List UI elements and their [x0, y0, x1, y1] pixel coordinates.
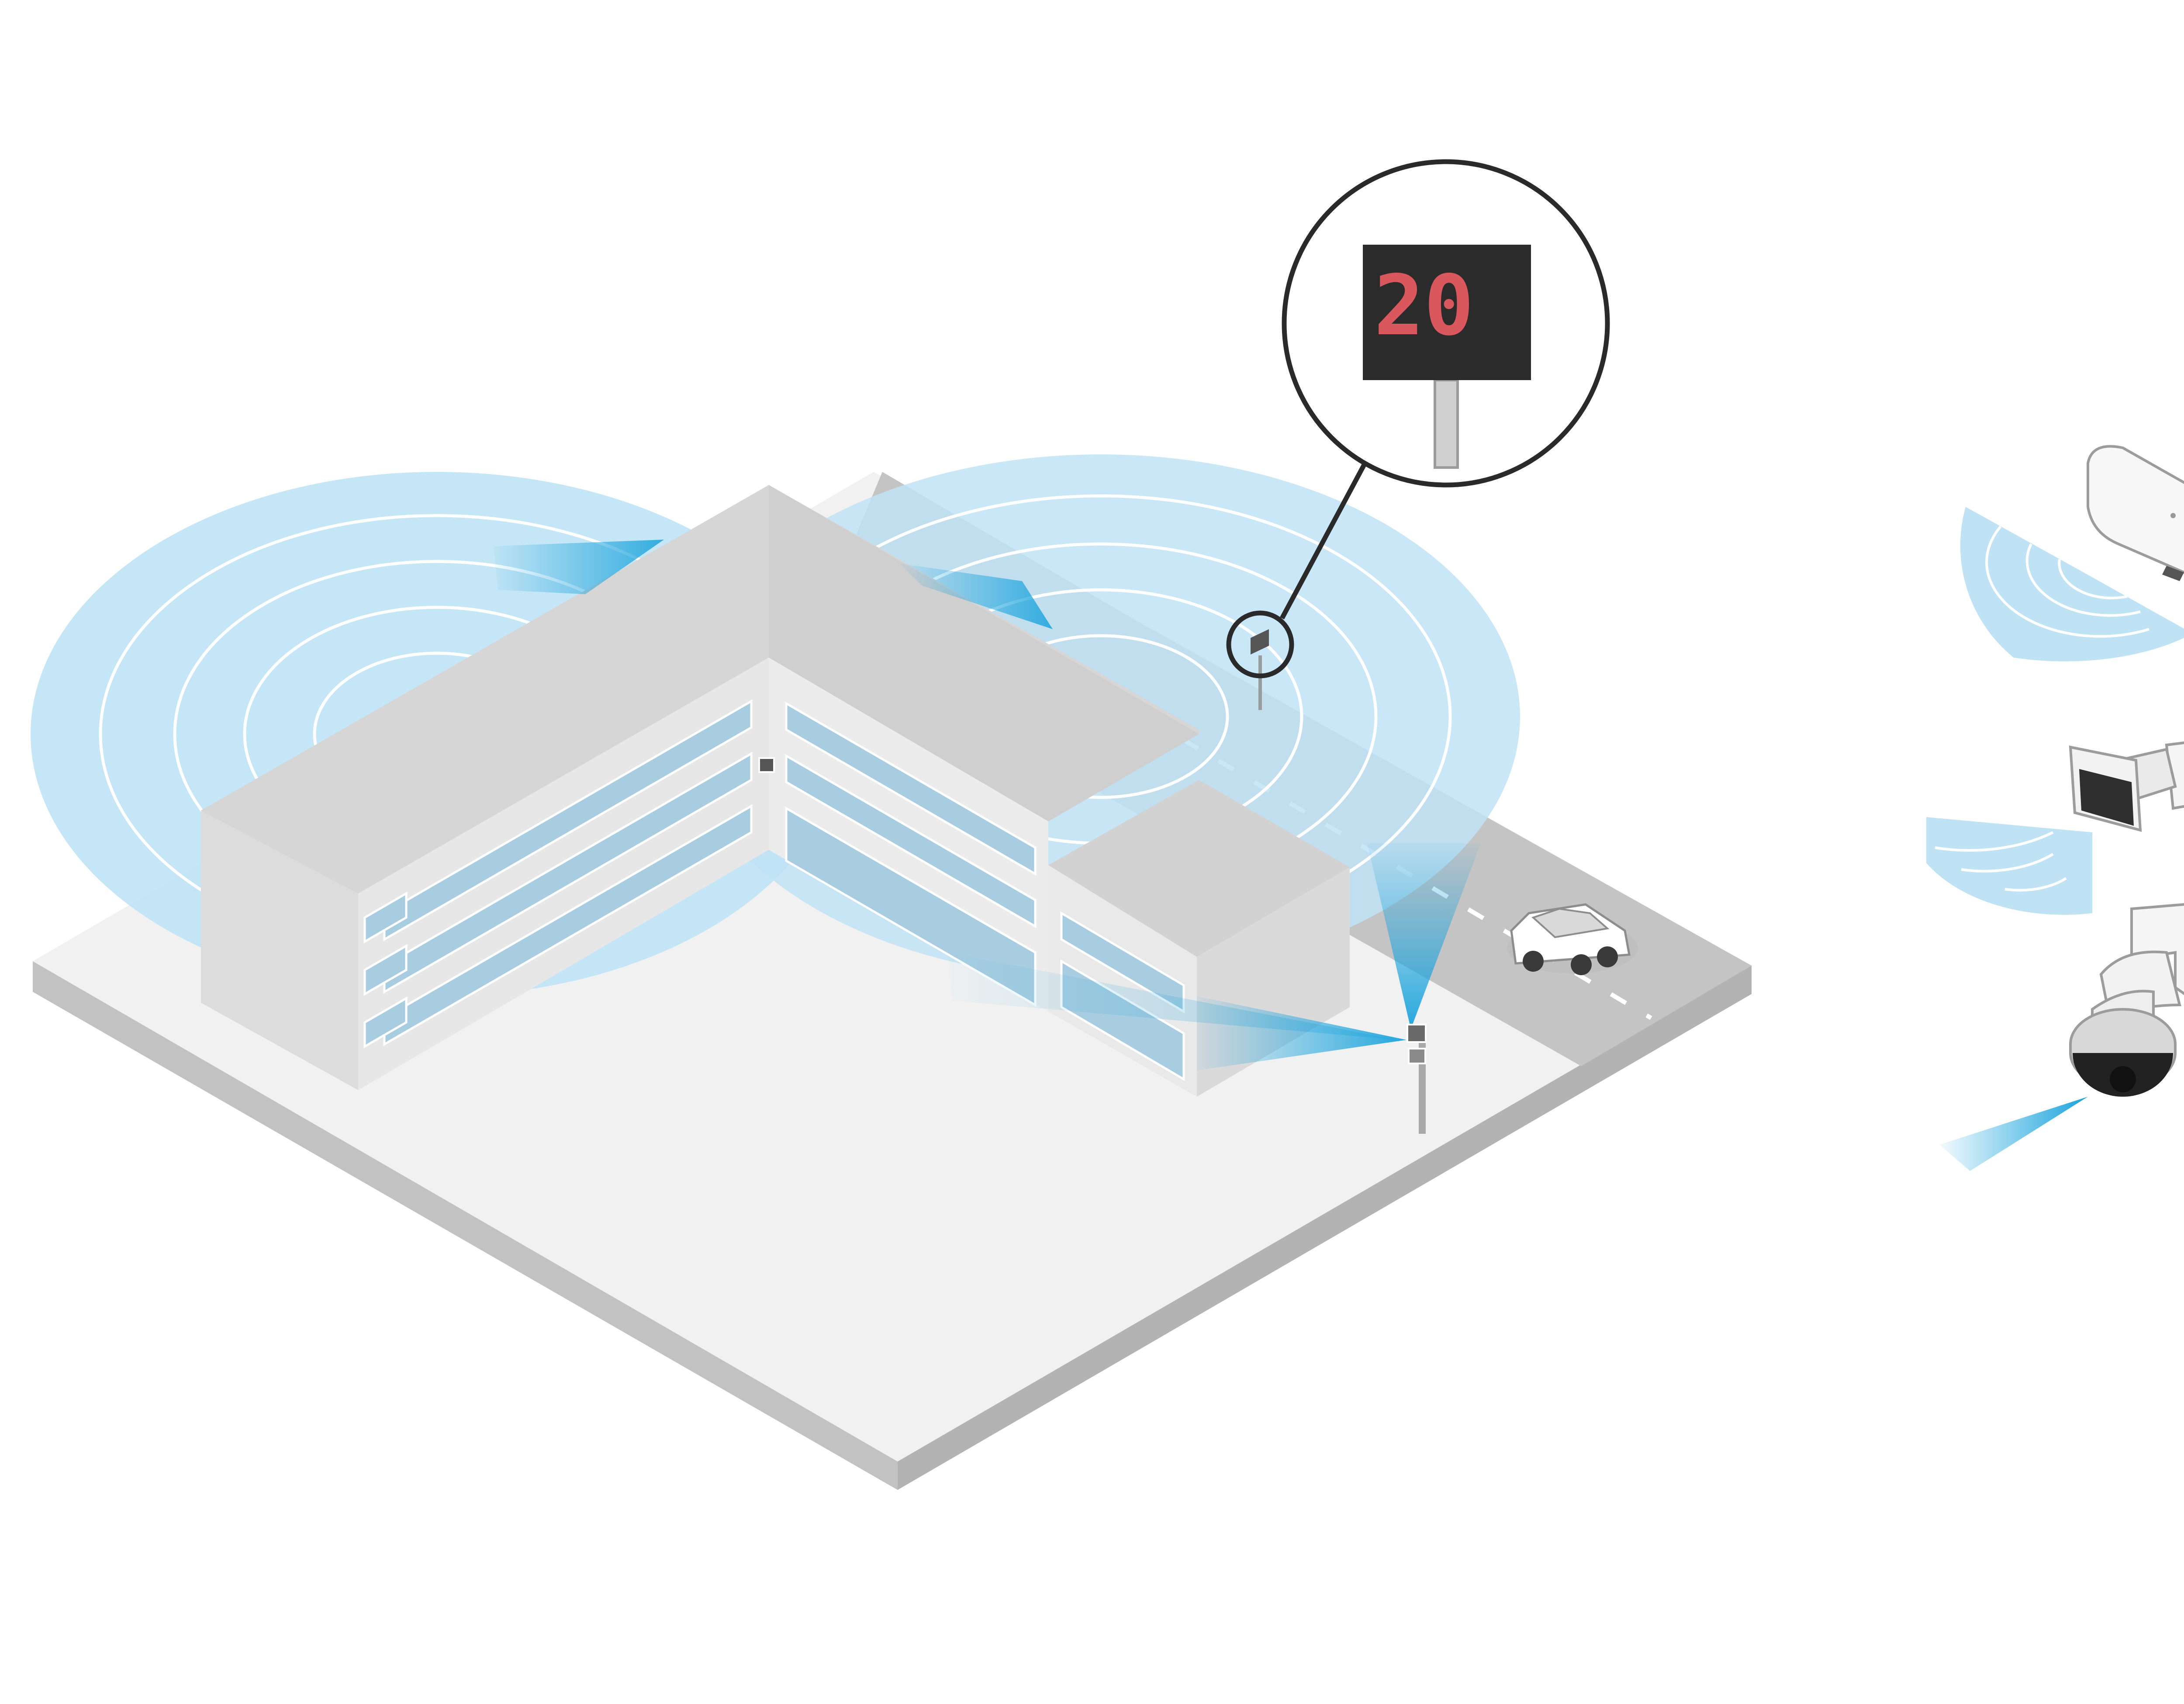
pole-camera	[1406, 1024, 1427, 1134]
pole-camera-lower-icon	[1408, 1048, 1426, 1064]
radar-sensor-icon	[2087, 445, 2184, 581]
building-annex-roof	[1048, 780, 1350, 957]
legend-ptz-beam	[1939, 1097, 2088, 1171]
ptz-dome-camera-icon	[2069, 903, 2184, 1097]
site-speed-sign-icon	[1251, 629, 1269, 655]
building	[201, 485, 1350, 1097]
building-left-front-wall	[201, 810, 358, 1090]
speed-display-value: 20	[1374, 257, 1474, 354]
building-left-roof	[201, 485, 1199, 894]
site-speed-sign	[1226, 610, 1294, 710]
site-camera-beams	[494, 540, 1481, 1070]
wall-camera-icon	[758, 757, 775, 773]
beam-pole-left-faint	[948, 952, 1398, 1040]
beam-roof-right	[900, 564, 1053, 629]
speed-sign-panel	[1363, 245, 1531, 380]
building-right-roof	[769, 485, 1199, 821]
legend-item-box-camera	[1926, 741, 2184, 915]
speed-sign-pole	[1434, 379, 1459, 469]
building-windows-front	[363, 891, 408, 1049]
legend-box-coverage	[1926, 817, 2092, 915]
callout-line	[1280, 462, 1367, 620]
legend-item-radar	[1960, 445, 2184, 662]
legend-radar-coverage	[1960, 507, 2184, 662]
beam-roof-left	[494, 540, 664, 594]
ground-right-edge	[898, 966, 1752, 1490]
speed-sign-callout: 20	[1282, 159, 1610, 488]
site-speed-sign-highlight	[1226, 610, 1294, 679]
ground-left-edge	[33, 961, 898, 1490]
box-camera-icon	[2069, 741, 2184, 832]
car-icon	[1507, 903, 1638, 975]
device-legend	[1926, 445, 2184, 1171]
building-windows-left	[383, 699, 753, 1046]
legend-item-ptz-camera	[1939, 903, 2184, 1171]
beam-pole-up	[1367, 843, 1481, 1029]
pole-camera-icon	[1406, 1024, 1427, 1043]
